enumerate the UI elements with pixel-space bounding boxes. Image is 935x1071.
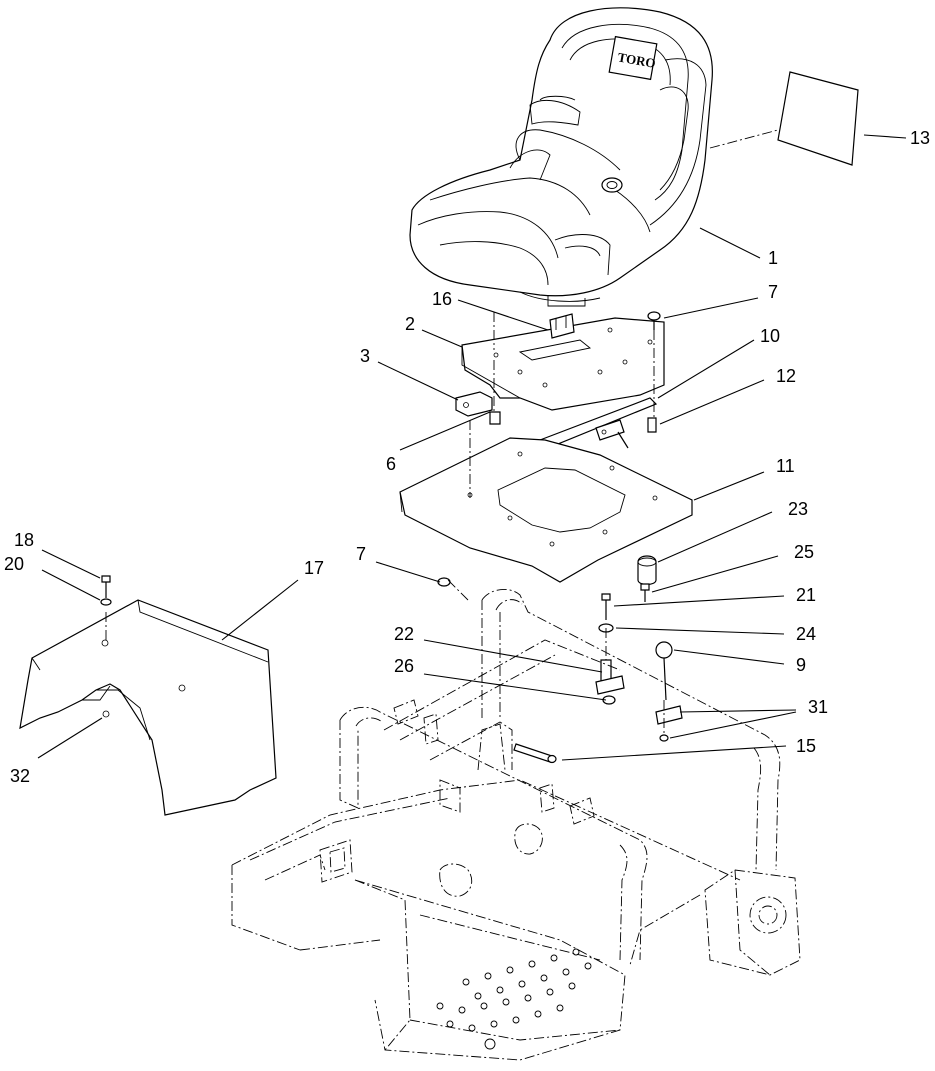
spacer-part-22: [595, 659, 625, 695]
bolt-part-25: [640, 583, 650, 602]
callout-22: 22: [394, 624, 414, 644]
callout-21: 21: [796, 585, 816, 605]
callout-9: 9: [796, 655, 806, 675]
bolt-part-18: [101, 575, 111, 598]
callout-12: 12: [776, 366, 796, 386]
decal-part-13: [709, 71, 859, 166]
callout-3: 3: [360, 346, 370, 366]
pin-part-15: [513, 743, 557, 764]
screw-part-12: [647, 417, 657, 433]
callout-25: 25: [794, 542, 814, 562]
callout-18: 18: [14, 530, 34, 550]
bolt-part-7-top: [647, 311, 661, 330]
callout-1: 1: [768, 248, 778, 268]
callout-23: 23: [788, 499, 808, 519]
callout-15: 15: [796, 736, 816, 756]
callout-2: 2: [405, 314, 415, 334]
knob-part-9: [655, 641, 673, 701]
callout-20: 20: [4, 554, 24, 574]
callout-24: 24: [796, 624, 816, 644]
washer-part-20: [100, 598, 112, 606]
bolt-part-21: [601, 593, 611, 620]
mount-plate-part-11: [399, 437, 693, 583]
callout-16: 16: [432, 289, 452, 309]
callout-7-lower: 7: [356, 544, 366, 564]
callout-10: 10: [760, 326, 780, 346]
bracket-part-3: [455, 391, 493, 417]
assembly-centerlines: [445, 312, 665, 736]
bracket-part-31: [655, 705, 683, 742]
callout-31: 31: [808, 697, 828, 717]
callout-labels: 1 2 3 6 7 7 9 10 11 12 13 15 16 17 18 20…: [4, 128, 930, 786]
callout-26: 26: [394, 656, 414, 676]
callout-11: 11: [776, 456, 795, 476]
frame-phantom: [231, 589, 801, 1061]
seat-plate-part-2: [461, 317, 665, 411]
callout-6: 6: [386, 454, 396, 474]
foot-deck-holes: [436, 948, 592, 1050]
bolt-part-6: [489, 411, 501, 425]
cover-part-17: [19, 599, 277, 816]
brand-logo-text: TORO: [617, 49, 657, 70]
latch-part-16: [549, 313, 575, 339]
seat-part-1: TORO: [409, 7, 713, 307]
leader-lines: [37, 134, 907, 761]
callout-32: 32: [10, 766, 30, 786]
bumper-part-23: [637, 555, 657, 586]
callout-13: 13: [910, 128, 930, 148]
callout-7-top: 7: [768, 282, 778, 302]
callout-17: 17: [304, 558, 324, 578]
